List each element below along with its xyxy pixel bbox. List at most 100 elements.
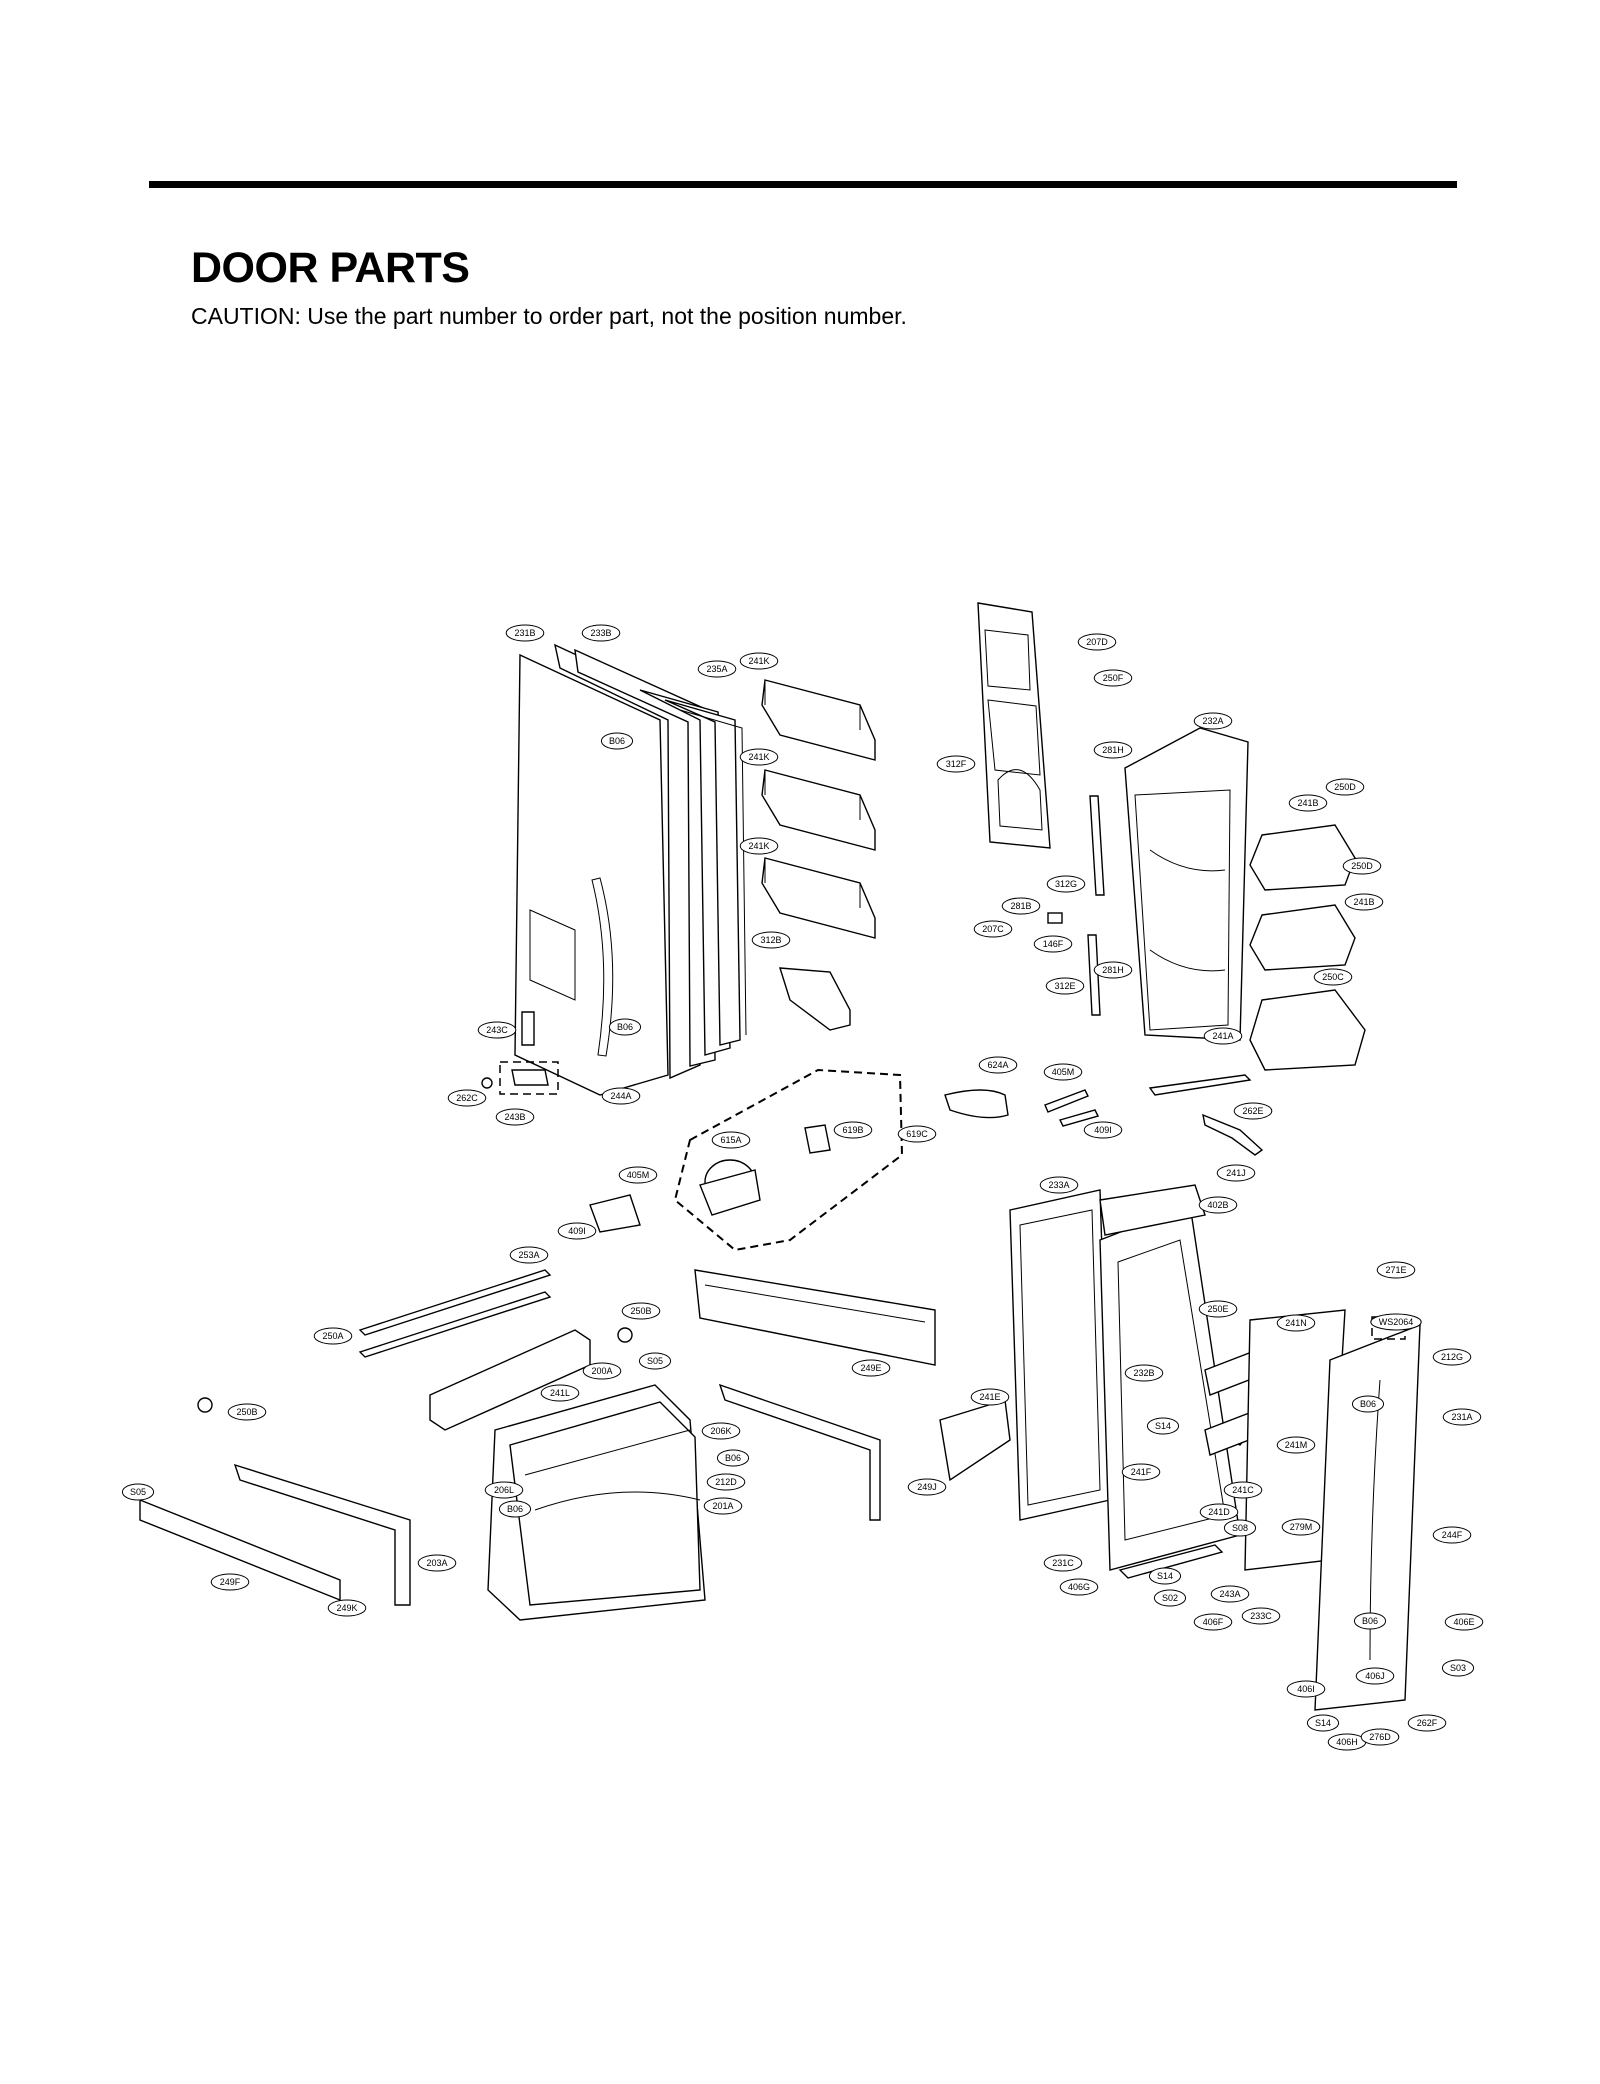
callout-281h: 281H — [1093, 961, 1133, 979]
callout-406i: 406I — [1286, 1680, 1326, 1698]
callout-201a: 201A — [703, 1497, 743, 1515]
header-rule — [149, 181, 1457, 188]
callout-text: 406E — [1453, 1617, 1474, 1627]
callout-b06: B06 — [716, 1449, 750, 1467]
callout-text: 212D — [715, 1477, 737, 1487]
callout-text: S14 — [1315, 1718, 1331, 1728]
callout-206l: 206L — [484, 1481, 524, 1499]
callout-text: 406I — [1297, 1684, 1315, 1694]
callout-text: 406J — [1365, 1671, 1385, 1681]
callout-241k: 241K — [739, 837, 779, 855]
callout-text: B06 — [617, 1022, 633, 1032]
callout-241j: 241J — [1216, 1164, 1256, 1182]
callout-text: 250F — [1103, 673, 1124, 683]
callout-s14: S14 — [1146, 1417, 1180, 1435]
callout-241d: 241D — [1199, 1503, 1239, 1521]
callout-text: 232A — [1202, 716, 1223, 726]
callout-250d: 250D — [1325, 778, 1365, 796]
callout-406j: 406J — [1355, 1667, 1395, 1685]
callout-text: B06 — [725, 1453, 741, 1463]
callout-212d: 212D — [706, 1473, 746, 1491]
page-title: DOOR PARTS — [191, 244, 470, 292]
callout-text: B06 — [507, 1504, 523, 1514]
callout-281b: 281B — [1001, 897, 1041, 915]
callout-s03: S03 — [1441, 1659, 1475, 1677]
callout-text: 406G — [1068, 1582, 1090, 1592]
callout-231a: 231A — [1442, 1408, 1482, 1426]
callout-text: S05 — [647, 1356, 663, 1366]
callout-text: 312G — [1055, 879, 1077, 889]
callout-text: 619B — [842, 1125, 863, 1135]
callout-615a: 615A — [711, 1131, 751, 1149]
callout-235a: 235A — [697, 660, 737, 678]
callout-text: 241J — [1226, 1168, 1246, 1178]
callout-text: 250D — [1351, 861, 1373, 871]
callout-207d: 207D — [1077, 633, 1117, 651]
callout-312b: 312B — [751, 931, 791, 949]
callout-text: 262E — [1242, 1106, 1263, 1116]
callout-244a: 244A — [601, 1087, 641, 1105]
callout-text: 231B — [514, 628, 535, 638]
callout-409i: 409I — [1083, 1121, 1123, 1139]
callout-312e: 312E — [1045, 977, 1085, 995]
callout-249k: 249K — [327, 1599, 367, 1617]
callout-244f: 244F — [1432, 1526, 1472, 1544]
callout-text: 231A — [1451, 1412, 1472, 1422]
callout-text: 241C — [1232, 1485, 1254, 1495]
callout-b06: B06 — [1351, 1395, 1385, 1413]
callout-206k: 206K — [701, 1422, 741, 1440]
callout-text: 235A — [706, 664, 727, 674]
callout-241c: 241C — [1223, 1481, 1263, 1499]
callout-243a: 243A — [1210, 1585, 1250, 1603]
callout-241k: 241K — [739, 652, 779, 670]
callout-text: 262C — [456, 1093, 478, 1103]
callout-262c: 262C — [447, 1089, 487, 1107]
callout-text: 250C — [1322, 972, 1344, 982]
callout-text: 233A — [1048, 1180, 1069, 1190]
callout-406e: 406E — [1444, 1613, 1484, 1631]
callout-312g: 312G — [1046, 875, 1086, 893]
callout-231c: 231C — [1043, 1554, 1083, 1572]
callout-text: 203A — [426, 1558, 447, 1568]
callout-241k: 241K — [739, 748, 779, 766]
callout-203a: 203A — [417, 1554, 457, 1572]
callout-text: 244A — [610, 1091, 631, 1101]
callout-231b: 231B — [505, 624, 545, 642]
callout-271e: 271E — [1376, 1261, 1416, 1279]
callout-207c: 207C — [973, 920, 1013, 938]
callout-text: 271E — [1385, 1265, 1406, 1275]
callout-619c: 619C — [897, 1125, 937, 1143]
callout-text: 212G — [1441, 1352, 1463, 1362]
callout-text: 243A — [1219, 1589, 1240, 1599]
callout-text: S02 — [1162, 1593, 1178, 1603]
callout-text: 241M — [1285, 1440, 1308, 1450]
callout-text: 241D — [1208, 1507, 1230, 1517]
callout-text: 232B — [1133, 1368, 1154, 1378]
callout-s05: S05 — [121, 1483, 155, 1501]
callout-text: 281H — [1102, 745, 1124, 755]
callout-241n: 241N — [1276, 1314, 1316, 1332]
callout-text: 402B — [1207, 1200, 1228, 1210]
callout-text: 207D — [1086, 637, 1108, 647]
callout-200a: 200A — [582, 1362, 622, 1380]
right-door-lower-assembly — [939, 1184, 1421, 1711]
callout-243c: 243C — [477, 1021, 517, 1039]
callout-s08: S08 — [1223, 1519, 1257, 1537]
callout-241m: 241M — [1276, 1436, 1316, 1454]
callout-text: 409I — [1094, 1125, 1112, 1135]
callout-text: 241B — [1297, 798, 1318, 808]
dispenser-housing — [977, 602, 1105, 1016]
caution-note: CAUTION: Use the part number to order pa… — [191, 303, 907, 329]
callout-text: 241N — [1285, 1318, 1307, 1328]
callout-text: 241L — [550, 1388, 570, 1398]
ice-bucket-frame — [1124, 727, 1249, 1041]
callout-text: 241K — [748, 841, 769, 851]
callout-406g: 406G — [1059, 1578, 1099, 1596]
callout-b06: B06 — [1353, 1612, 1387, 1630]
callout-281h: 281H — [1093, 741, 1133, 759]
callout-s02: S02 — [1153, 1589, 1187, 1607]
callout-text: B06 — [609, 736, 625, 746]
callout-text: 233C — [1250, 1611, 1272, 1621]
callout-253a: 253A — [509, 1246, 549, 1264]
callout-241l: 241L — [540, 1384, 580, 1402]
